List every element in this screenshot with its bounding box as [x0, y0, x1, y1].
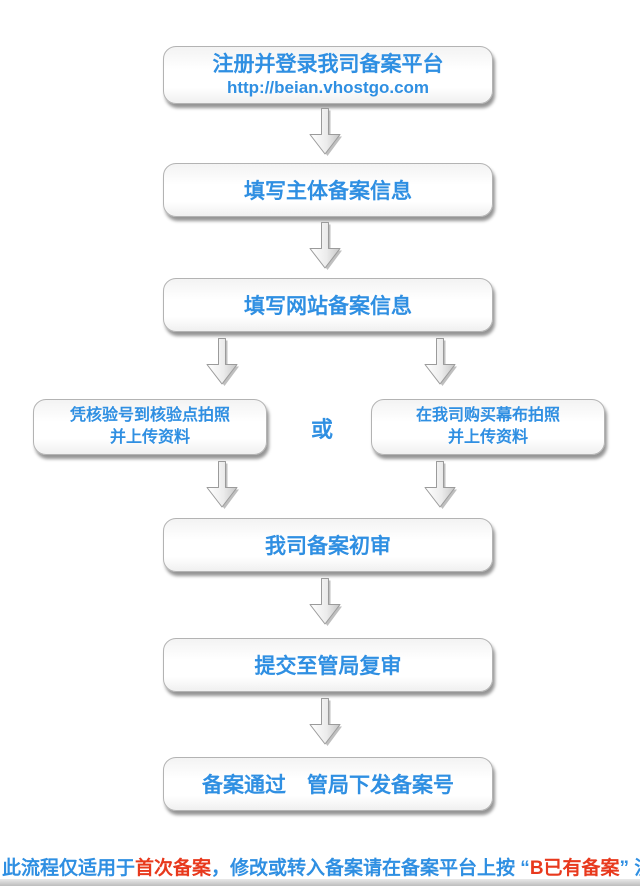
- platform-url: http://beian.vhostgo.com: [226, 77, 430, 97]
- or-label: 或: [310, 417, 333, 442]
- step-label: 备案通过 管局下发备案号: [202, 774, 454, 797]
- down-arrow-icon: [309, 698, 342, 746]
- footer-notice: 此流程仅适用于首次备案，修改或转入备案请在备案平台上按 “B已有备案” 流程操作…: [2, 853, 640, 880]
- step-title: 注册并登录我司备案平台: [212, 52, 444, 76]
- bottom-edge-strip: [0, 879, 640, 886]
- step-label: 填写网站备案信息: [244, 295, 412, 318]
- branch-line1: 在我司购买幕布拍照: [415, 406, 560, 424]
- step-label: 我司备案初审: [265, 535, 391, 558]
- down-arrow-icon: [206, 338, 239, 386]
- flow-branch-verification-point: 凭核验号到核验点拍照 并上传资料: [33, 399, 267, 455]
- flow-step-site-info: 填写网站备案信息: [163, 278, 493, 332]
- down-arrow-icon: [309, 578, 342, 626]
- down-arrow-icon: [206, 461, 239, 509]
- down-arrow-icon: [309, 222, 342, 270]
- down-arrow-icon: [424, 461, 457, 509]
- flow-step-initial-review: 我司备案初审: [163, 518, 493, 572]
- branch-line1: 凭核验号到核验点拍照: [69, 406, 230, 424]
- footer-segment-highlight: 首次备案: [135, 858, 212, 879]
- step-label: 提交至管局复审: [254, 655, 402, 678]
- flow-step-bureau-review: 提交至管局复审: [163, 638, 493, 692]
- branch-line2: 并上传资料: [109, 429, 190, 446]
- step-label: 填写主体备案信息: [244, 180, 412, 203]
- flow-branch-buy-curtain: 在我司购买幕布拍照 并上传资料: [371, 399, 605, 455]
- flow-step-register: 注册并登录我司备案平台 http://beian.vhostgo.com: [163, 46, 493, 104]
- flow-step-approved: 备案通过 管局下发备案号: [163, 757, 493, 811]
- branch-line2: 并上传资料: [447, 429, 528, 446]
- down-arrow-icon: [424, 338, 457, 386]
- footer-segment-highlight: B已有备案: [529, 858, 620, 879]
- footer-segment: ，修改或转入备案请在备案平台上按 “: [211, 858, 530, 879]
- flow-step-subject-info: 填写主体备案信息: [163, 163, 493, 217]
- footer-segment: 此流程仅适用于: [2, 858, 136, 879]
- footer-segment: ” 流程操作！: [619, 858, 640, 879]
- down-arrow-icon: [309, 108, 342, 156]
